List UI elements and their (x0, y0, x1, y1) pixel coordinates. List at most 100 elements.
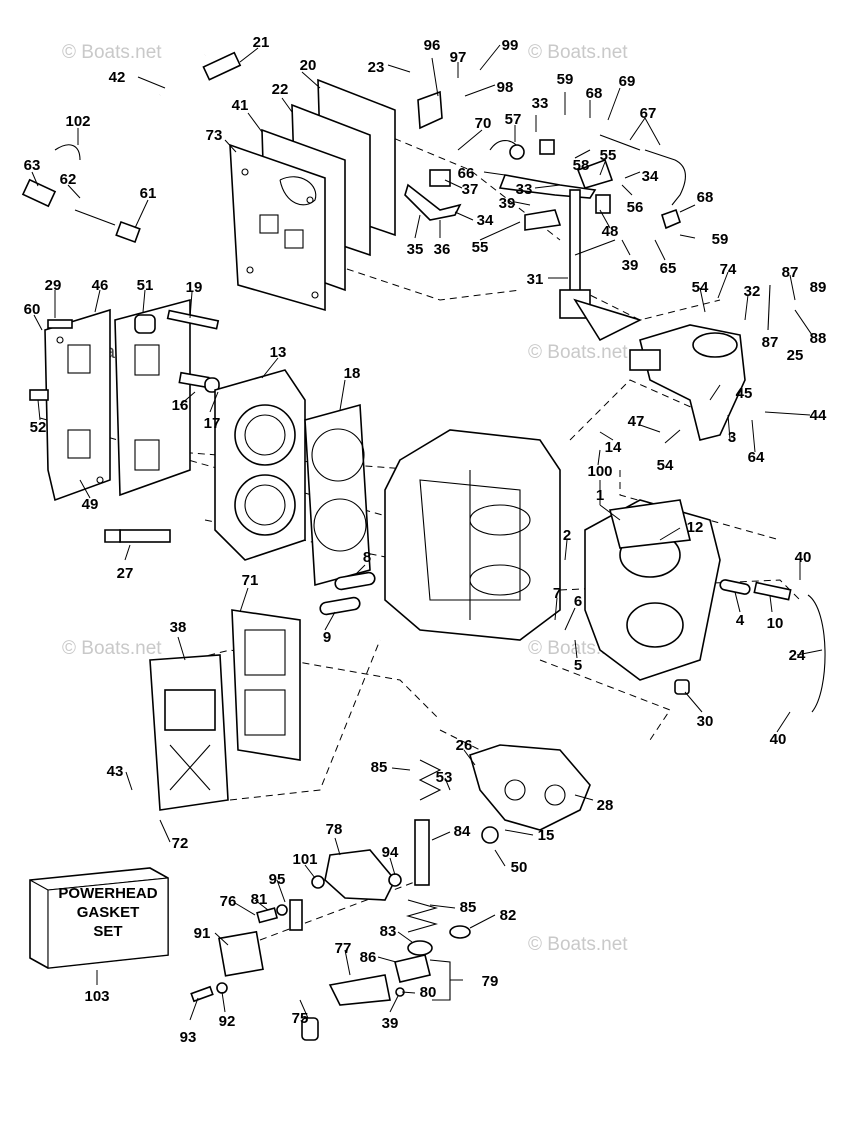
callout-number: 73 (206, 127, 223, 144)
callout-number: 63 (24, 157, 41, 174)
callout-number: 69 (619, 73, 636, 90)
watermark: © Boats.net (62, 638, 162, 659)
callout-number: 14 (605, 439, 622, 456)
callout-number: 8 (363, 549, 371, 566)
callout-number: 43 (107, 763, 124, 780)
callout-number: 55 (600, 147, 617, 164)
callout-number: 23 (368, 59, 385, 76)
callout-number: 54 (692, 279, 709, 296)
callout-number: 9 (323, 629, 331, 646)
callout-number: 18 (344, 365, 361, 382)
callout-number: 33 (532, 95, 549, 112)
callout-number: 83 (380, 923, 397, 940)
callout-number: 52 (30, 419, 47, 436)
callout-number: 89 (810, 279, 827, 296)
callout-number: 79 (482, 973, 499, 990)
callout-number: 64 (748, 449, 765, 466)
callout-number: 6 (574, 593, 582, 610)
callout-number: 22 (272, 81, 289, 98)
callout-number: 82 (500, 907, 517, 924)
leader-lines (31, 44, 823, 1021)
callout-number: 72 (172, 835, 189, 852)
callout-number: 86 (360, 949, 377, 966)
callout-number: 36 (434, 241, 451, 258)
callout-number: 40 (770, 731, 787, 748)
callout-number: 103 (84, 988, 109, 1005)
kit-label-line-1: POWERHEAD (58, 885, 157, 902)
callout-number: 77 (335, 940, 352, 957)
callout-number: 87 (782, 264, 799, 281)
bolts (29, 309, 220, 543)
callout-number: 13 (270, 344, 287, 361)
exhaust-cover-stack (229, 78, 396, 312)
callout-number: 95 (269, 871, 286, 888)
callout-number: 97 (450, 49, 467, 66)
callout-number: 28 (597, 797, 614, 814)
callout-number: 4 (736, 612, 745, 629)
callout-number: 3 (728, 429, 736, 446)
callout-number: 54 (657, 457, 674, 474)
crankcase-block (384, 429, 721, 681)
callout-number: 12 (687, 519, 704, 536)
callout-number: 21 (253, 34, 270, 51)
callout-number: 38 (170, 619, 187, 636)
callout-number: 16 (172, 397, 189, 414)
callout-number: 29 (45, 277, 62, 294)
callout-number: 85 (460, 899, 477, 916)
callout-number: 35 (407, 241, 424, 258)
callout-number: 51 (137, 277, 154, 294)
callout-number: 98 (497, 79, 514, 96)
callout-number: 68 (586, 85, 603, 102)
callout-number: 96 (424, 37, 441, 54)
callout-number: 49 (82, 496, 99, 513)
callout-number: 15 (538, 827, 555, 844)
callout-number: 7 (553, 585, 561, 602)
parts (21, 51, 826, 1041)
callout-number: 2 (563, 527, 571, 544)
callout-number: 68 (697, 189, 714, 206)
callout-number: 39 (622, 257, 639, 274)
callout-number: 67 (640, 105, 657, 122)
callout-number: 80 (420, 984, 437, 1001)
callout-number: 100 (587, 463, 612, 480)
callout-number: 53 (436, 769, 453, 786)
callout-number: 71 (242, 572, 259, 589)
callout-number: 66 (458, 165, 475, 182)
callout-number: 17 (204, 415, 221, 432)
callout-number: 31 (527, 271, 544, 288)
callout-number: 45 (736, 385, 753, 402)
callout-number: 93 (180, 1029, 197, 1046)
gasket-set-label: POWERHEAD GASKET SET 103 (58, 885, 157, 1005)
head-cover-stack (44, 298, 191, 502)
callout-number: 10 (767, 615, 784, 632)
callout-number: 1 (596, 487, 604, 504)
callout-number: 91 (194, 925, 211, 942)
callout-number: 32 (744, 283, 761, 300)
callout-number: 88 (810, 330, 827, 347)
watermark: © Boats.net (528, 934, 628, 955)
callout-number: 94 (382, 844, 399, 861)
callout-number: 30 (697, 713, 714, 730)
callout-number: 76 (220, 893, 237, 910)
callout-number: 42 (109, 69, 126, 86)
callout-number: 39 (382, 1015, 399, 1032)
callout-number: 85 (371, 759, 388, 776)
callout-number: 39 (499, 195, 516, 212)
callout-number: 99 (502, 37, 519, 54)
callout-number: 84 (454, 823, 471, 840)
callout-number: 102 (65, 113, 90, 130)
callout-number: 70 (475, 115, 492, 132)
callout-number: 34 (477, 212, 494, 229)
watermark: © Boats.net (528, 42, 628, 63)
callout-number: 78 (326, 821, 343, 838)
head-gasket (304, 403, 371, 587)
watermark: © Boats.net (62, 42, 162, 63)
callout-number: 59 (712, 231, 729, 248)
callout-number: 55 (472, 239, 489, 256)
callout-number: 87 (762, 334, 779, 351)
callout-number: 41 (232, 97, 249, 114)
callout-number: 56 (627, 199, 644, 216)
callout-number: 33 (516, 181, 533, 198)
